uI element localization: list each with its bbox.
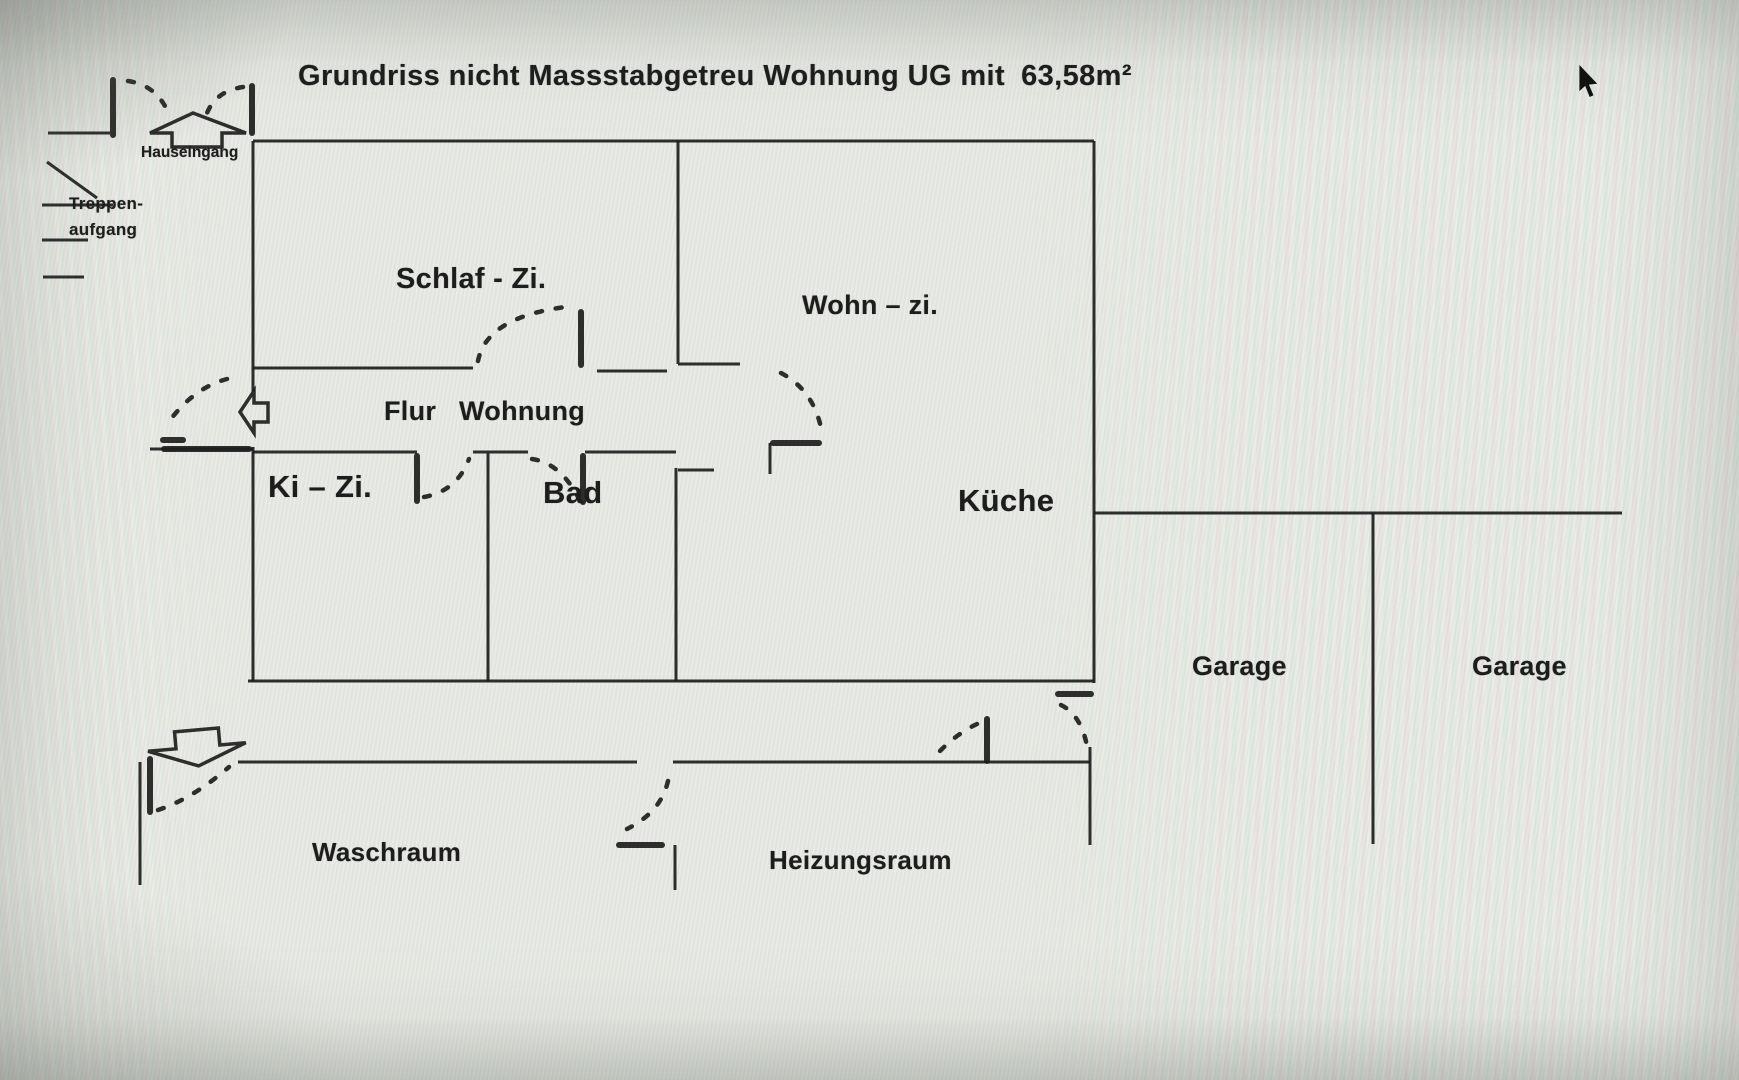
arc-lower-right-door [935,721,980,756]
plan-title-text: Grundriss nicht Massstabgetreu Wohnung U… [298,60,1006,92]
room-label-kinderzimmer: Ki – Zi. [268,469,373,504]
door-leaves [110,77,1094,848]
room-label-waschraum: Waschraum [312,837,462,867]
label-treppenaufgang-line1: Treppen- [69,194,144,213]
arc-hauseingang-right [204,84,246,116]
arc-heizung-door [624,778,671,832]
arc-wohn-door [778,370,825,436]
interior-walls [253,141,772,681]
arc-hauseingang-left [125,78,171,115]
hauseingang-arrow-up-icon [149,111,247,149]
room-label-wohnzimmer: Wohn – zi. [802,290,938,320]
room-label-heizungsraum: Heizungsraum [769,845,952,875]
arc-flur-entry-door [165,376,230,426]
apartment-outline [248,139,1096,683]
room-label-garage-right: Garage [1472,651,1567,681]
mouse-cursor-icon [1578,62,1599,99]
label-treppenaufgang-line2: aufgang [69,220,138,239]
arc-bad-door [529,456,581,500]
arc-kizi-door [421,456,472,500]
arc-apartment-rear-door [1058,702,1090,749]
plan-area-value: 63,58m² [1021,60,1132,92]
stair-diagonal-line [46,160,98,200]
room-label-bad: Bad [543,475,603,510]
room-label-schlafzimmer: Schlaf - Zi. [396,263,547,295]
door-swing-arcs [125,78,1090,832]
plan-title: Grundriss nicht Massstabgetreu Wohnung U… [298,60,1132,93]
wall-schlaf-wohn-divider [676,141,740,366]
room-label-garage-left: Garage [1192,651,1287,681]
room-label-kueche: Küche [958,483,1055,518]
arc-schlaf-door [475,303,577,364]
flur-entrance-arrow-left-icon [237,385,270,439]
entrance-arrows [147,111,270,768]
lower-building-walls [138,760,1090,890]
stair-lines [42,131,253,451]
waschraum-entrance-arrow-down-icon [147,726,247,768]
arc-waschraum-door [155,764,232,813]
room-label-flur: Flur Wohnung [384,396,586,426]
label-hauseingang: Hauseingang [141,144,239,161]
